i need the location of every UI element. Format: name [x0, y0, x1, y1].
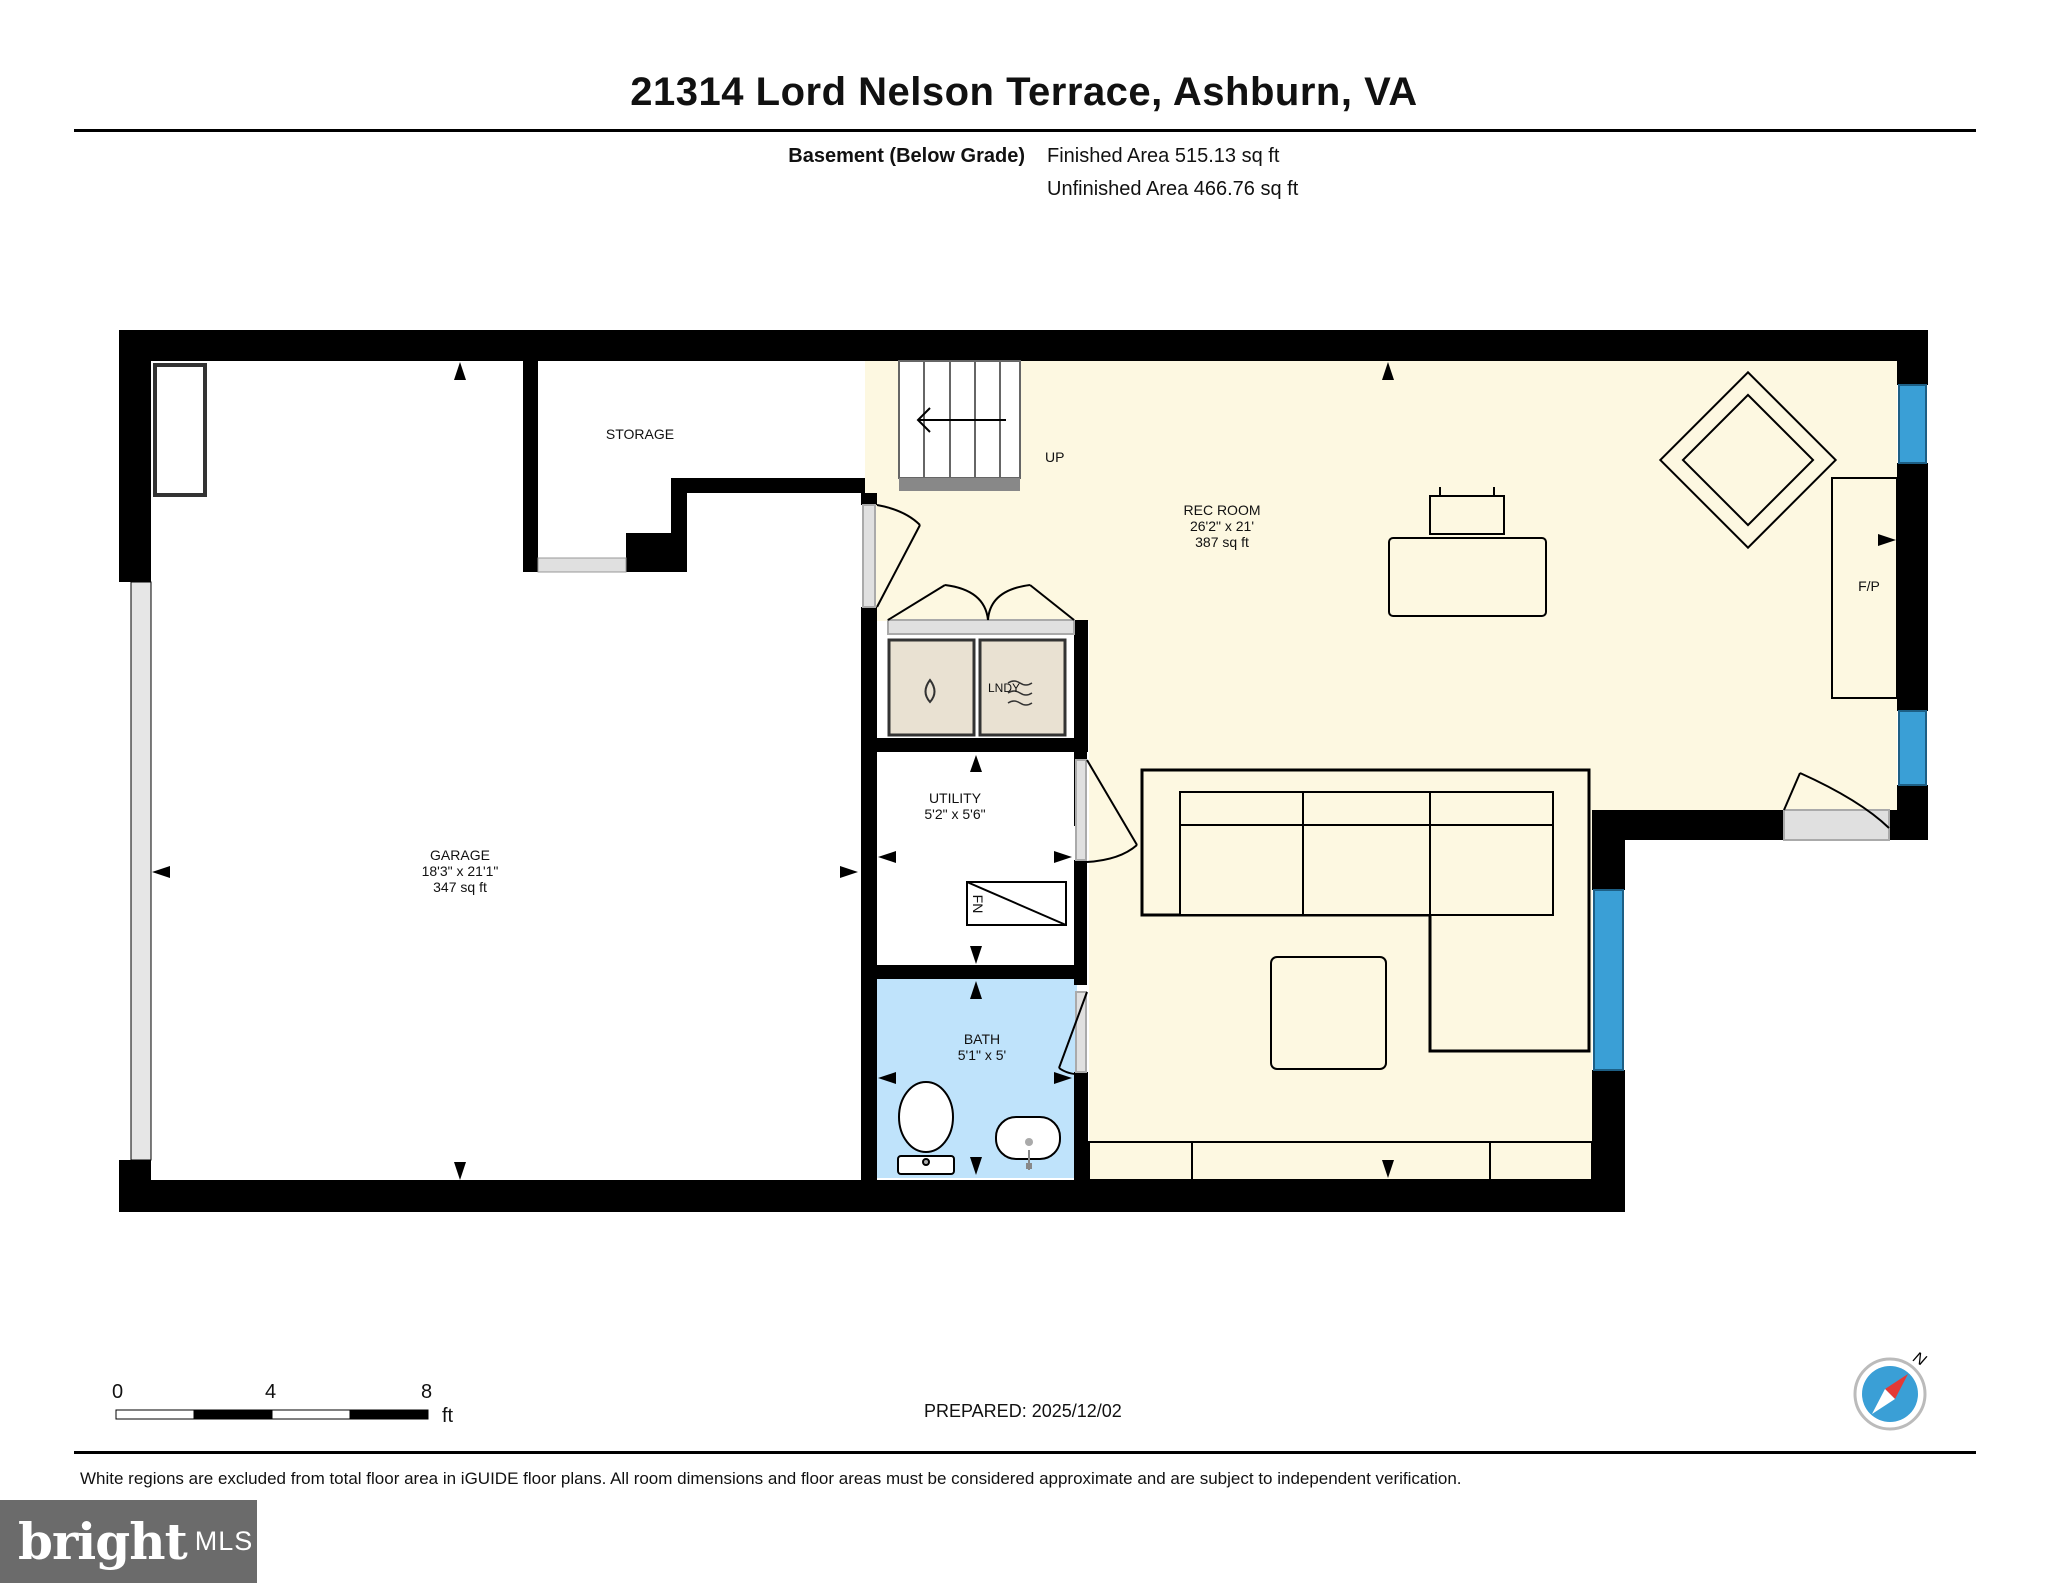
scale-tick-0: 0 — [112, 1381, 124, 1403]
stairs — [898, 360, 1021, 491]
scale-tick-8: 8 — [421, 1381, 433, 1403]
garage-dims: 18'3" x 21'1" — [422, 863, 499, 879]
furnace-label: FN — [970, 895, 986, 914]
dryer-icon — [1007, 680, 1033, 706]
footer-rule — [74, 1451, 1976, 1454]
garage-area: 347 sq ft — [433, 879, 487, 895]
dimension-arrow — [152, 362, 1896, 1180]
laundry-label: LNDY — [988, 681, 1020, 695]
prepared-date: PREPARED: 2025/12/02 — [924, 1401, 1122, 1421]
furnace — [966, 881, 1067, 926]
utility-dims: 5'2" x 5'6" — [924, 806, 985, 822]
media-console — [1088, 1141, 1593, 1181]
door-swing — [862, 504, 921, 608]
rec-room-dims: 26'2" x 21' — [1190, 518, 1254, 534]
logo-mls: MLS — [194, 1526, 254, 1556]
utility-label: UTILITY — [929, 790, 982, 806]
desk — [1388, 487, 1547, 617]
scale-tick-4: 4 — [265, 1381, 277, 1403]
bright-mls-logo: bright MLS — [0, 1500, 257, 1583]
storage-label: STORAGE — [606, 426, 674, 442]
window — [1593, 384, 1927, 1071]
compass-icon: N — [1853, 1349, 1929, 1431]
armchair — [1658, 370, 1838, 550]
header-rule — [74, 129, 1976, 132]
rec-room-area: 387 sq ft — [1195, 534, 1249, 550]
bath-door — [1058, 991, 1088, 1076]
toilet — [897, 1081, 955, 1175]
page-title: 21314 Lord Nelson Terrace, Ashburn, VA — [630, 70, 1418, 114]
finished-area: Finished Area 515.13 sq ft — [1047, 145, 1280, 167]
washer-dryer — [887, 638, 1067, 737]
unfinished-area: Unfinished Area 466.76 sq ft — [1047, 178, 1299, 200]
disclaimer: White regions are excluded from total fl… — [80, 1469, 1462, 1488]
logo-brand: bright — [18, 1512, 188, 1571]
sink — [995, 1116, 1061, 1170]
bath-dims: 5'1" x 5' — [958, 1047, 1006, 1063]
bath-label: BATH — [964, 1031, 1000, 1047]
level-label: Basement (Below Grade) — [788, 145, 1025, 167]
laundry-door — [887, 584, 1075, 635]
fireplace-label: F/P — [1858, 578, 1880, 594]
ottoman — [1270, 956, 1387, 1070]
utility-door — [1075, 759, 1138, 863]
washer-icon — [924, 678, 936, 704]
garage-label: GARAGE — [430, 847, 490, 863]
garage-shelf — [153, 363, 207, 497]
stairs-up-label: UP — [1045, 449, 1064, 465]
fireplace — [1831, 477, 1898, 699]
scale-unit: ft — [442, 1405, 454, 1427]
rec-room-label: REC ROOM — [1184, 502, 1261, 518]
rec-room-door — [1783, 772, 1890, 841]
sectional-sofa — [1140, 768, 1591, 1053]
scale-bar — [115, 1409, 429, 1420]
